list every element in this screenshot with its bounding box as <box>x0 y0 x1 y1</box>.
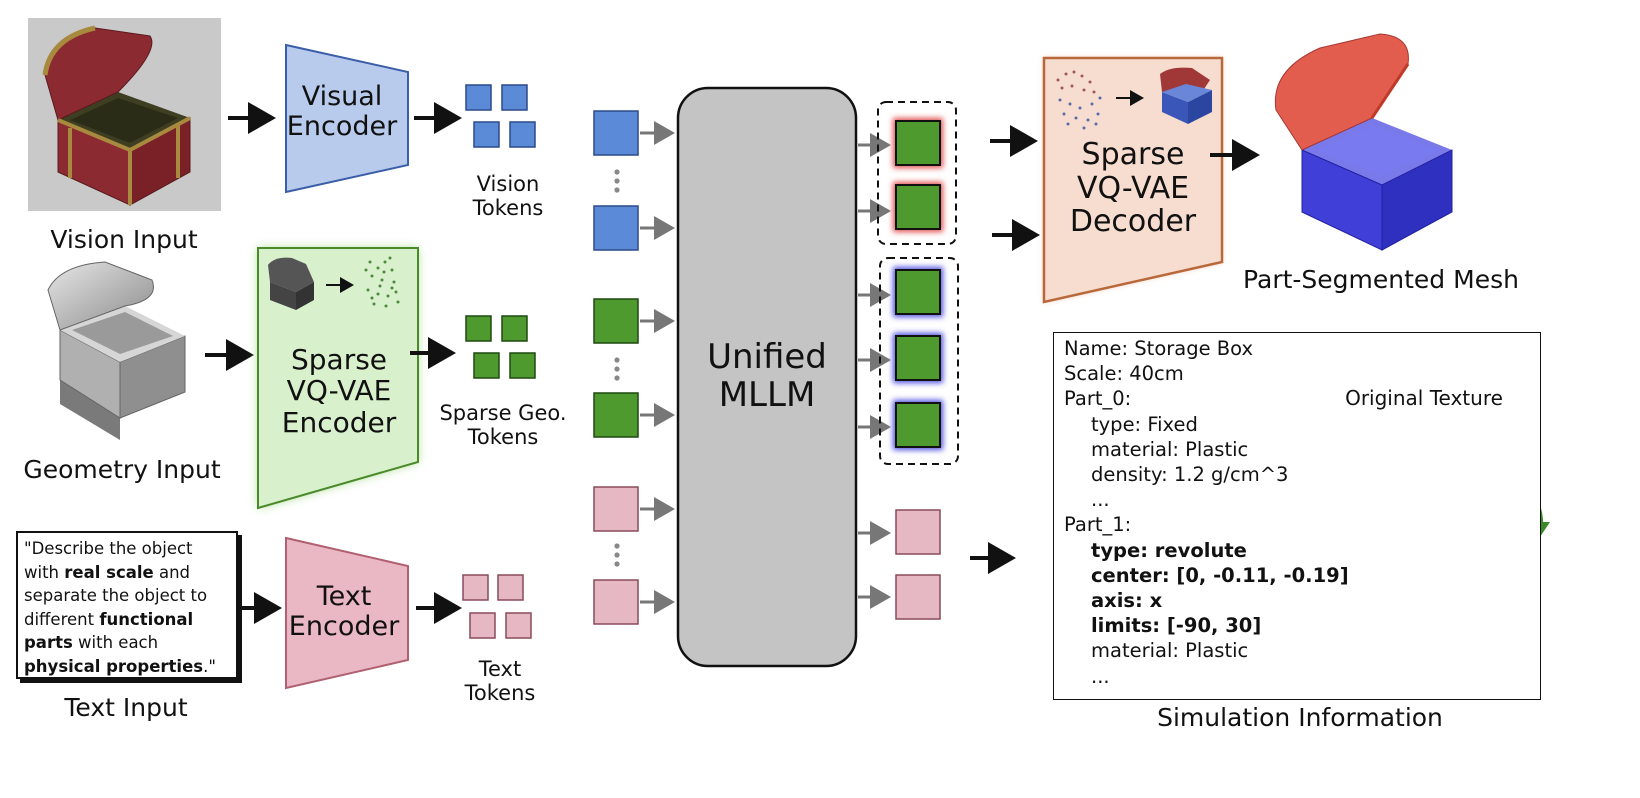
red-glow-tokens <box>893 118 943 232</box>
sim-info-line: center: [0, -0.11, -0.19] <box>1091 563 1349 587</box>
visual-encoder-shape <box>285 43 409 194</box>
sim-info-line: type: revolute <box>1091 538 1247 562</box>
ellipsis-dots-left <box>614 169 620 567</box>
vision-input-label: Vision Input <box>50 225 198 254</box>
mesh-label: Part-Segmented Mesh <box>1243 265 1519 294</box>
mesh-to-points-icon <box>268 256 400 310</box>
text-input-label: Text Input <box>64 693 188 722</box>
text-prompt-box: "Describe the object with real scale and… <box>16 531 238 679</box>
vision-token-grid <box>465 84 536 148</box>
sim-info-label: Simulation Information <box>1157 703 1443 732</box>
part-segmented-mesh-image <box>1274 33 1453 251</box>
text-output-tokens <box>895 509 941 620</box>
sim-info-line: Name: Storage Box <box>1064 337 1254 360</box>
sim-info-line: axis: x <box>1091 589 1163 612</box>
geo-tokens-label: Sparse Geo.Tokens <box>439 401 567 450</box>
sim-info-line: Scale: 40cm <box>1064 362 1184 386</box>
dashed-group-red <box>877 101 957 245</box>
geo-token-grid <box>465 315 536 379</box>
geometry-input-image <box>47 261 186 440</box>
prompt-line-3: separate the object to <box>24 586 208 605</box>
geometry-input-label: Geometry Input <box>23 455 221 484</box>
prompt-line-4: different functional <box>24 609 194 629</box>
sim-info-line: Part_0: <box>1064 387 1132 411</box>
sim-info-line: material: Plastic <box>1091 437 1249 461</box>
sim-info-line: limits: [-90, 30] <box>1091 614 1262 638</box>
points-to-mesh-icon <box>1056 67 1212 130</box>
dashed-group-blue <box>879 257 959 465</box>
prompt-line-5: parts with each <box>24 633 159 652</box>
text-encoder-shape <box>285 536 409 690</box>
sim-info-line: ... <box>1091 664 1110 688</box>
sim-info-line: ... <box>1091 488 1110 512</box>
mllm-block <box>676 86 858 668</box>
sim-info-line: Part_1: <box>1064 513 1132 537</box>
mllm-input-tokens <box>593 110 639 625</box>
sim-info-line: type: Fixed <box>1091 412 1198 436</box>
arrows-out-of-mllm <box>858 133 891 609</box>
arrows-into-mllm <box>640 121 675 614</box>
texture-label: Original Texture <box>1345 386 1503 410</box>
sim-info-line: density: 1.2 g/cm^3 <box>1091 463 1289 486</box>
sim-info-line: material: Plastic <box>1091 639 1249 663</box>
prompt-line-1: "Describe the object <box>24 539 193 558</box>
prompt-line-2: with real scale and <box>24 562 191 582</box>
text-token-grid <box>462 574 532 639</box>
blue-glow-tokens <box>893 267 943 450</box>
prompt-line-6: physical properties." <box>24 656 216 676</box>
vision-input-image <box>28 18 221 211</box>
sparse-encoder-shape <box>257 247 419 510</box>
